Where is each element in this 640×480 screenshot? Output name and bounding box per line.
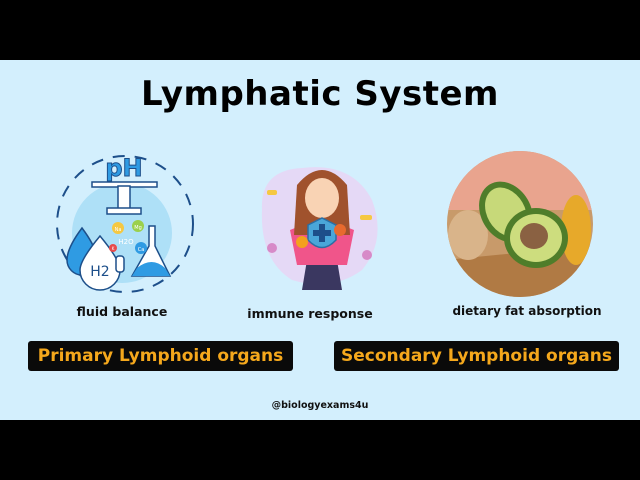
fluid-balance-label: fluid balance bbox=[76, 304, 168, 319]
healthy-fats-food-icon bbox=[447, 151, 593, 297]
svg-text:H2: H2 bbox=[90, 264, 109, 280]
svg-text:H2O: H2O bbox=[118, 238, 134, 246]
secondary-lymphoid-organs-button[interactable]: Secondary Lymphoid organs bbox=[334, 341, 619, 371]
fluid-balance-icon: pH H2 Na Mg H2O Ca K bbox=[56, 154, 194, 293]
immune-response-icon bbox=[261, 167, 378, 290]
primary-lymphoid-organs-button[interactable]: Primary Lymphoid organs bbox=[28, 341, 293, 371]
svg-text:pH: pH bbox=[105, 154, 142, 182]
creator-handle: @biologyexams4u bbox=[271, 400, 369, 411]
svg-text:K: K bbox=[112, 246, 115, 251]
svg-text:Ca: Ca bbox=[138, 247, 145, 253]
svg-text:Na: Na bbox=[115, 227, 122, 233]
page-title: Lymphatic System bbox=[141, 74, 499, 114]
immune-response-label: immune response bbox=[247, 306, 373, 321]
svg-text:Mg: Mg bbox=[134, 225, 142, 231]
dietary-fat-absorption-label: dietary fat absorption bbox=[452, 304, 602, 318]
